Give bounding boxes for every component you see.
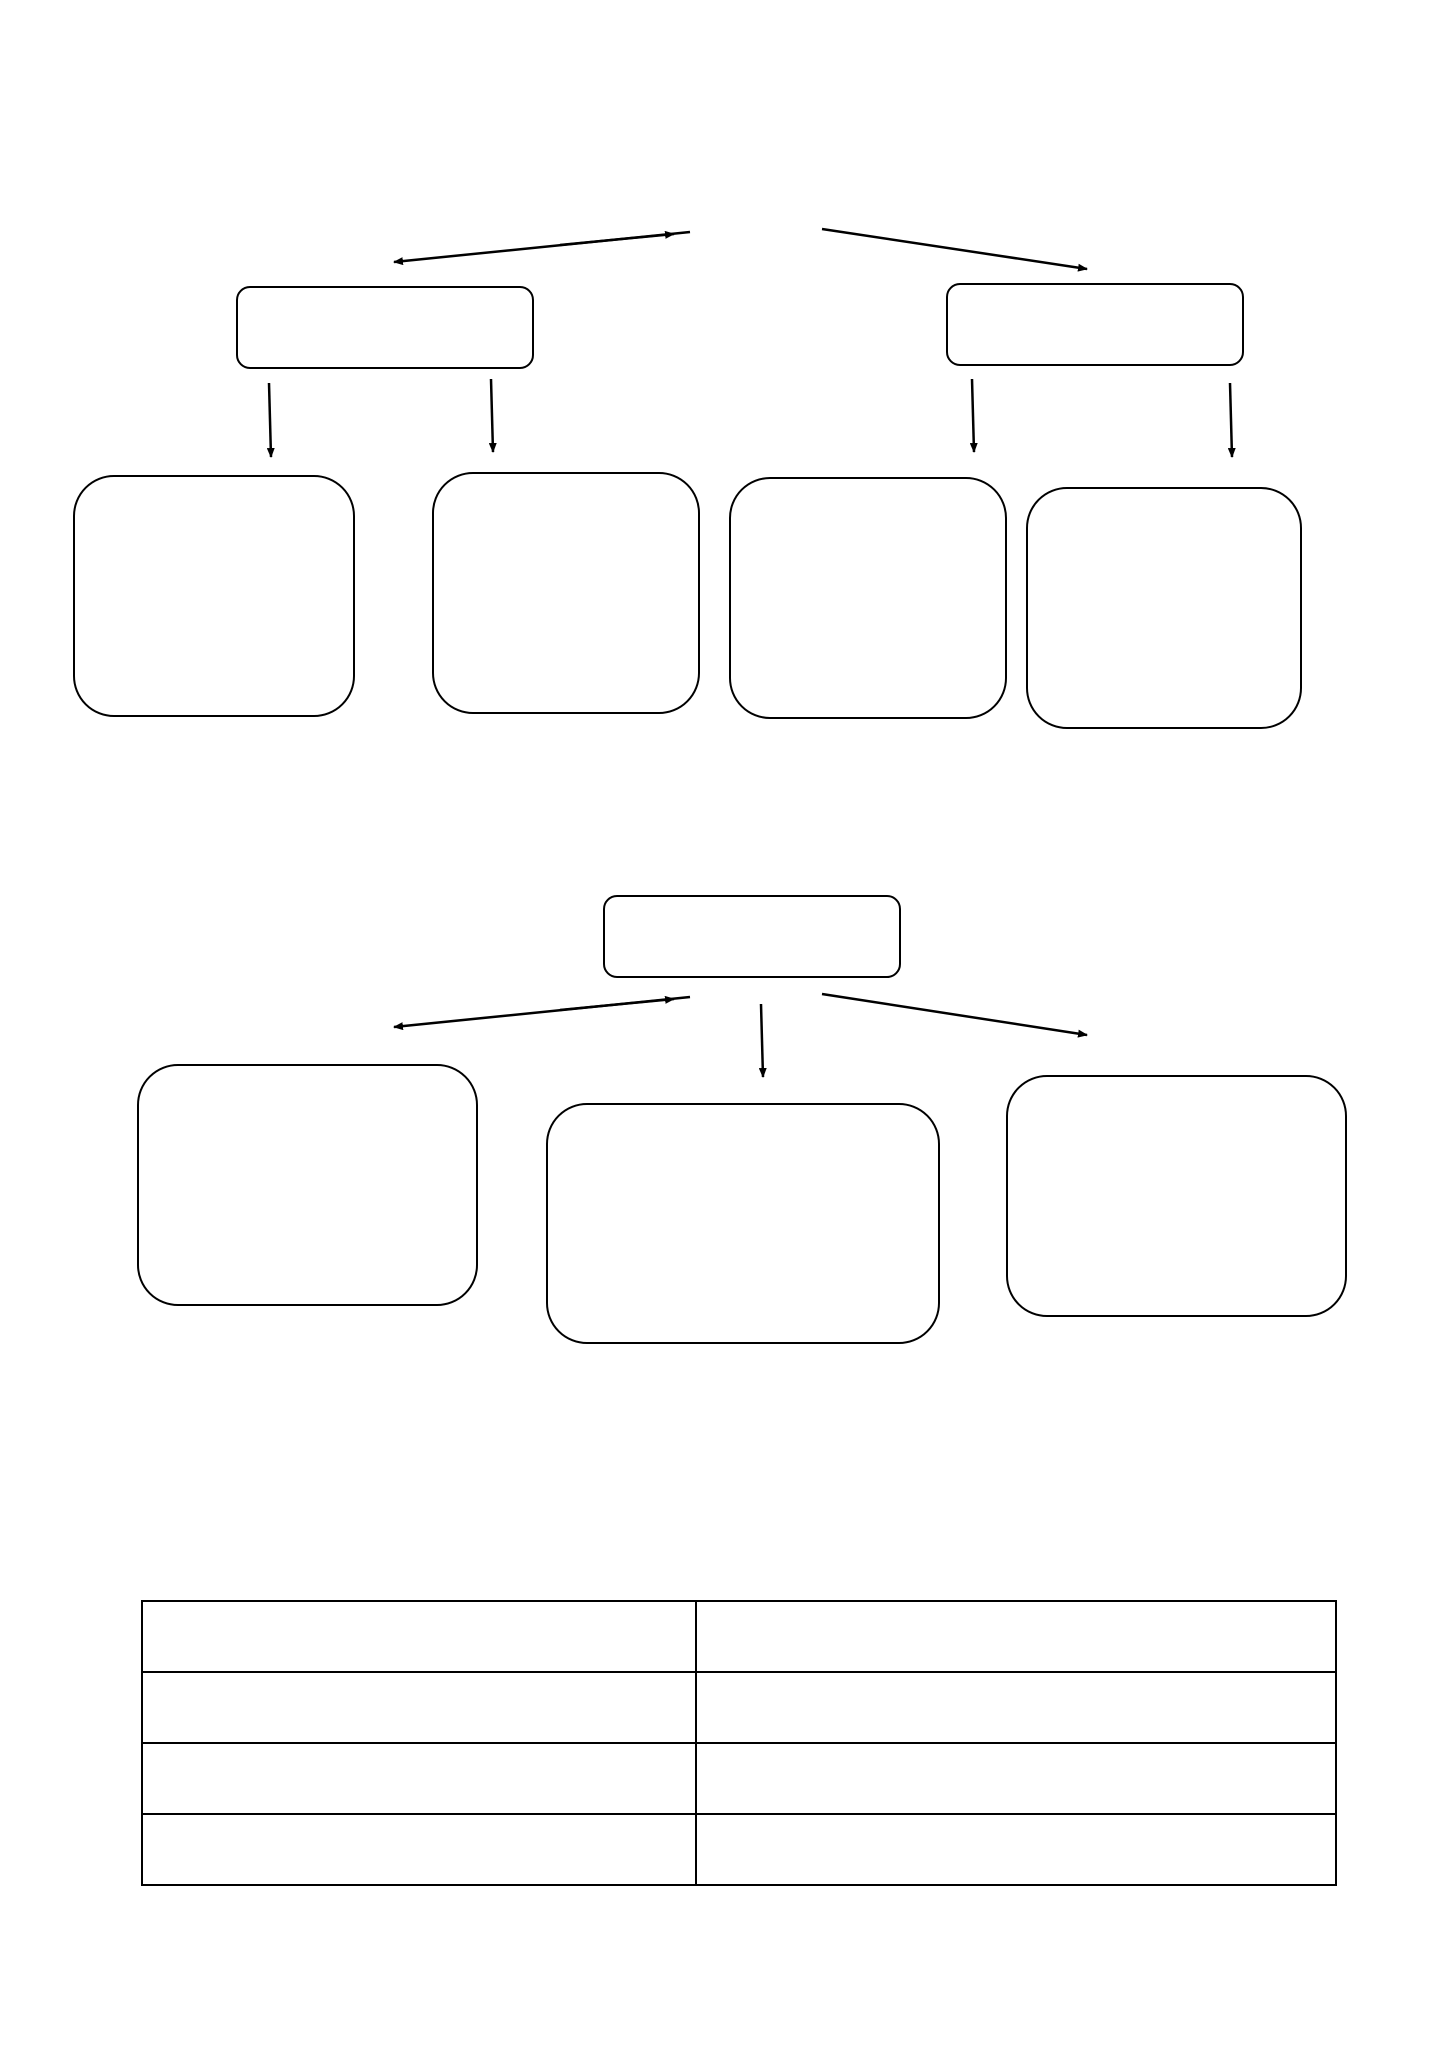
- arrow-upper-root-to-right: [821, 227, 1088, 272]
- lower-root-arrows: [393, 992, 1088, 1078]
- arrow-left-branch-to-leaf-1: [266, 382, 275, 458]
- lower-leaf-nodes: [137, 1064, 1347, 1344]
- lower-root-box: [603, 895, 901, 978]
- upper-right-branch-box: [946, 283, 1244, 366]
- upper-leaf-nodes: [73, 472, 1302, 729]
- arrow-right-branch-to-leaf-4: [1227, 382, 1236, 458]
- lower-leaf-2-box: [546, 1103, 940, 1344]
- upper-branch-arrows: [266, 378, 1236, 458]
- arrow-lower-root-back: [559, 995, 675, 1012]
- upper-leaf-1-box: [73, 475, 355, 717]
- upper-leaf-4-box: [1026, 487, 1302, 729]
- arrow-left-branch-to-leaf-2: [488, 378, 497, 453]
- upper-leaf-2-box: [432, 472, 700, 714]
- arrow-right-branch-to-leaf-3: [969, 378, 978, 453]
- answer-table: [141, 1600, 1337, 1886]
- arrow-upper-root-back: [559, 230, 675, 247]
- upper-branch-nodes: [236, 283, 1244, 369]
- upper-left-branch-box: [236, 286, 534, 369]
- upper-leaf-3-box: [729, 477, 1007, 719]
- arrow-lower-root-to-right: [821, 992, 1088, 1038]
- upper-root-arrows: [393, 227, 1088, 272]
- arrow-lower-root-to-middle: [758, 1003, 767, 1078]
- lower-leaf-3-box: [1006, 1075, 1347, 1317]
- lower-leaf-1-box: [137, 1064, 478, 1306]
